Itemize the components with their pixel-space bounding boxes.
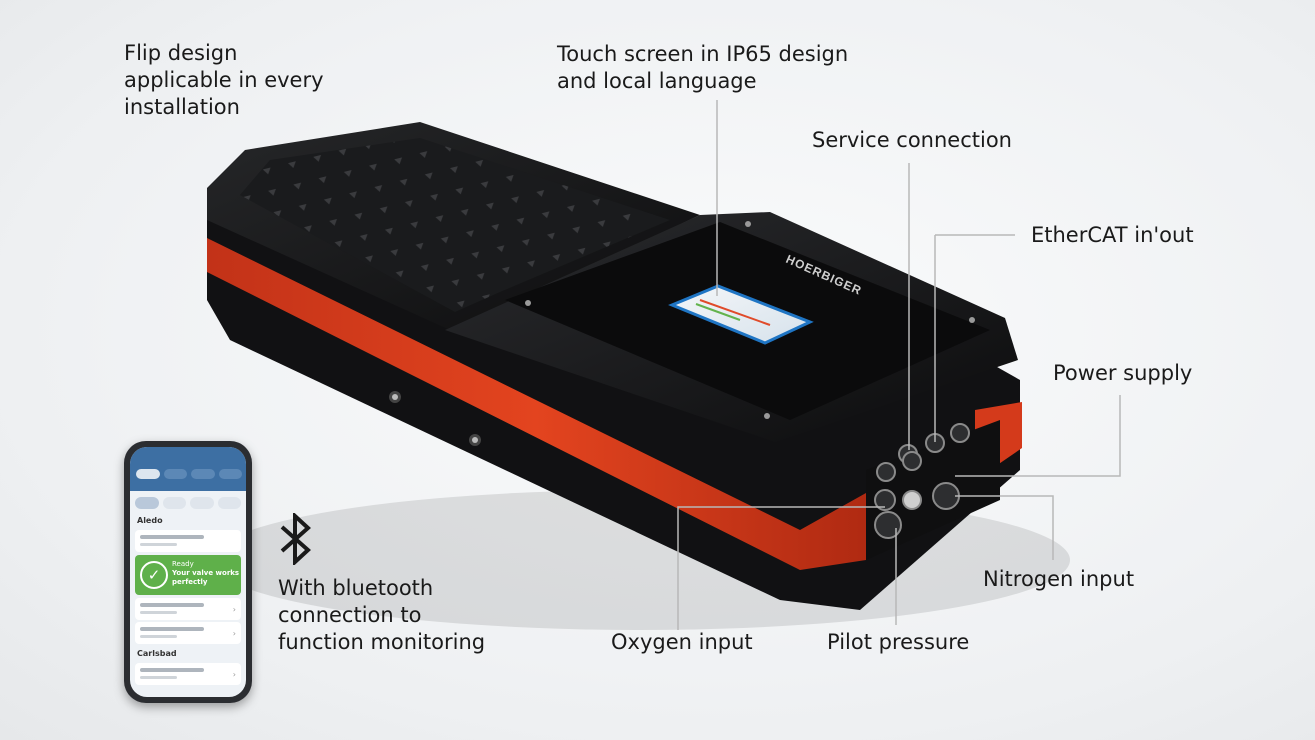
label-touch-screen: Touch screen in IP65 design and local la… bbox=[557, 42, 849, 93]
smartphone: Aledo ✓ Ready Your valve works perfectly… bbox=[124, 441, 252, 703]
check-icon: ✓ bbox=[140, 561, 168, 589]
phone-app-header bbox=[130, 447, 246, 491]
label-bluetooth: With bluetooth connection to function mo… bbox=[278, 576, 486, 654]
ready-message-line-1: Your valve works bbox=[172, 569, 240, 577]
list-item: › bbox=[135, 598, 241, 620]
label-pilot-pressure: Pilot pressure bbox=[827, 630, 970, 654]
phone-screen: Aledo ✓ Ready Your valve works perfectly… bbox=[130, 447, 246, 697]
leader-lines bbox=[677, 100, 1121, 630]
ready-status-card: ✓ Ready Your valve works perfectly bbox=[135, 555, 241, 595]
phone-section-title: Aledo bbox=[137, 516, 163, 525]
label-service-connection: Service connection bbox=[812, 128, 1012, 152]
label-oxygen-input: Oxygen input bbox=[611, 630, 753, 654]
label-flip-design: Flip design applicable in every installa… bbox=[124, 41, 324, 119]
phone-filter-chips bbox=[130, 491, 246, 513]
list-item: › bbox=[135, 622, 241, 644]
bluetooth-icon bbox=[280, 513, 311, 565]
label-power-supply: Power supply bbox=[1053, 361, 1193, 385]
phone-tab bbox=[163, 469, 187, 479]
phone-tab bbox=[191, 469, 215, 479]
device-red-stripe bbox=[207, 238, 866, 570]
label-nitrogen-input: Nitrogen input bbox=[983, 567, 1135, 591]
phone-tab bbox=[218, 469, 242, 479]
connectors bbox=[874, 423, 970, 539]
phone-section-title: Carlsbad bbox=[137, 649, 177, 658]
ready-message-line-2: perfectly bbox=[172, 578, 208, 586]
list-item bbox=[135, 530, 241, 552]
label-ethercat: EtherCAT in'out bbox=[1031, 223, 1194, 247]
phone-tab bbox=[136, 469, 160, 479]
ready-title: Ready bbox=[172, 560, 194, 568]
list-item: › bbox=[135, 663, 241, 685]
